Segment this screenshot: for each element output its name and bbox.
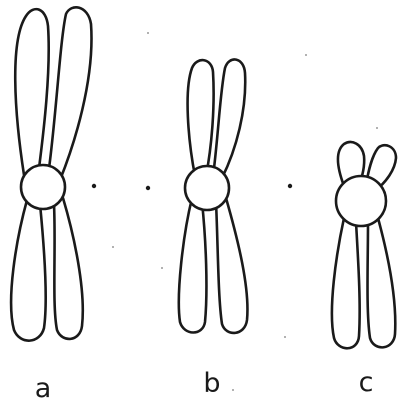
chromosome-b-lower-left-arm [179,198,207,333]
chromosome-c [332,142,396,348]
chromosome-b-centromere [185,166,229,210]
label-a: a [35,373,52,404]
separator-dot-3 [288,184,292,188]
chromosome-c-lower-left-arm [332,218,360,348]
chromosome-a-lower-right-arm [54,198,83,339]
chromosome-a-centromere [21,165,65,209]
chromosome-b-upper-right-arm [213,59,245,178]
chromosome-a-upper-left-arm [15,9,48,176]
chromosome-b-lower-right-arm [216,198,247,333]
chromosome-b [179,59,248,332]
chromosome-c-centromere [336,176,386,226]
chromosome-a-lower-left-arm [11,200,46,341]
separator-dot-2 [146,186,150,190]
chromosome-a [11,7,91,340]
separator-dot-1 [92,184,96,188]
chromosome-a-upper-right-arm [48,7,91,180]
label-b: b [203,368,220,399]
label-c: c [359,367,374,398]
chromosome-c-lower-right-arm [368,218,396,347]
chromosome-b-upper-left-arm [188,60,214,176]
